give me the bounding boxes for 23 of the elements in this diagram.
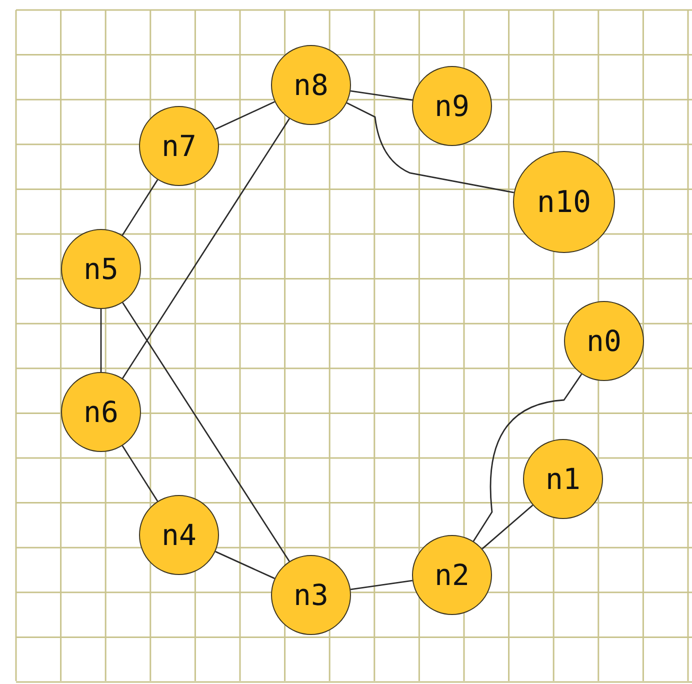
- connector-line: [472, 374, 582, 542]
- node-circle: n0: [564, 301, 644, 381]
- node-circle: n10: [513, 151, 615, 253]
- node-circle: n1: [523, 439, 603, 519]
- connector-line: [122, 445, 158, 502]
- connector-line: [122, 302, 290, 562]
- connector-line: [350, 580, 412, 590]
- node-circle: n5: [61, 229, 141, 309]
- node-circle: n4: [139, 495, 219, 575]
- connector-line: [346, 102, 514, 194]
- connector-line: [100, 309, 102, 372]
- node-circle: n9: [412, 66, 492, 146]
- node-circle: n8: [271, 45, 351, 125]
- connector-line: [350, 90, 413, 101]
- node-circle: n3: [271, 555, 351, 635]
- connector-line: [215, 550, 275, 580]
- connector-line: [122, 118, 290, 379]
- connector-line: [215, 101, 275, 130]
- connector-line: [122, 179, 158, 236]
- connector-line: [482, 504, 534, 550]
- node-circle: n6: [61, 372, 141, 452]
- node-circle: n2: [412, 535, 492, 615]
- node-circle: n7: [139, 106, 219, 186]
